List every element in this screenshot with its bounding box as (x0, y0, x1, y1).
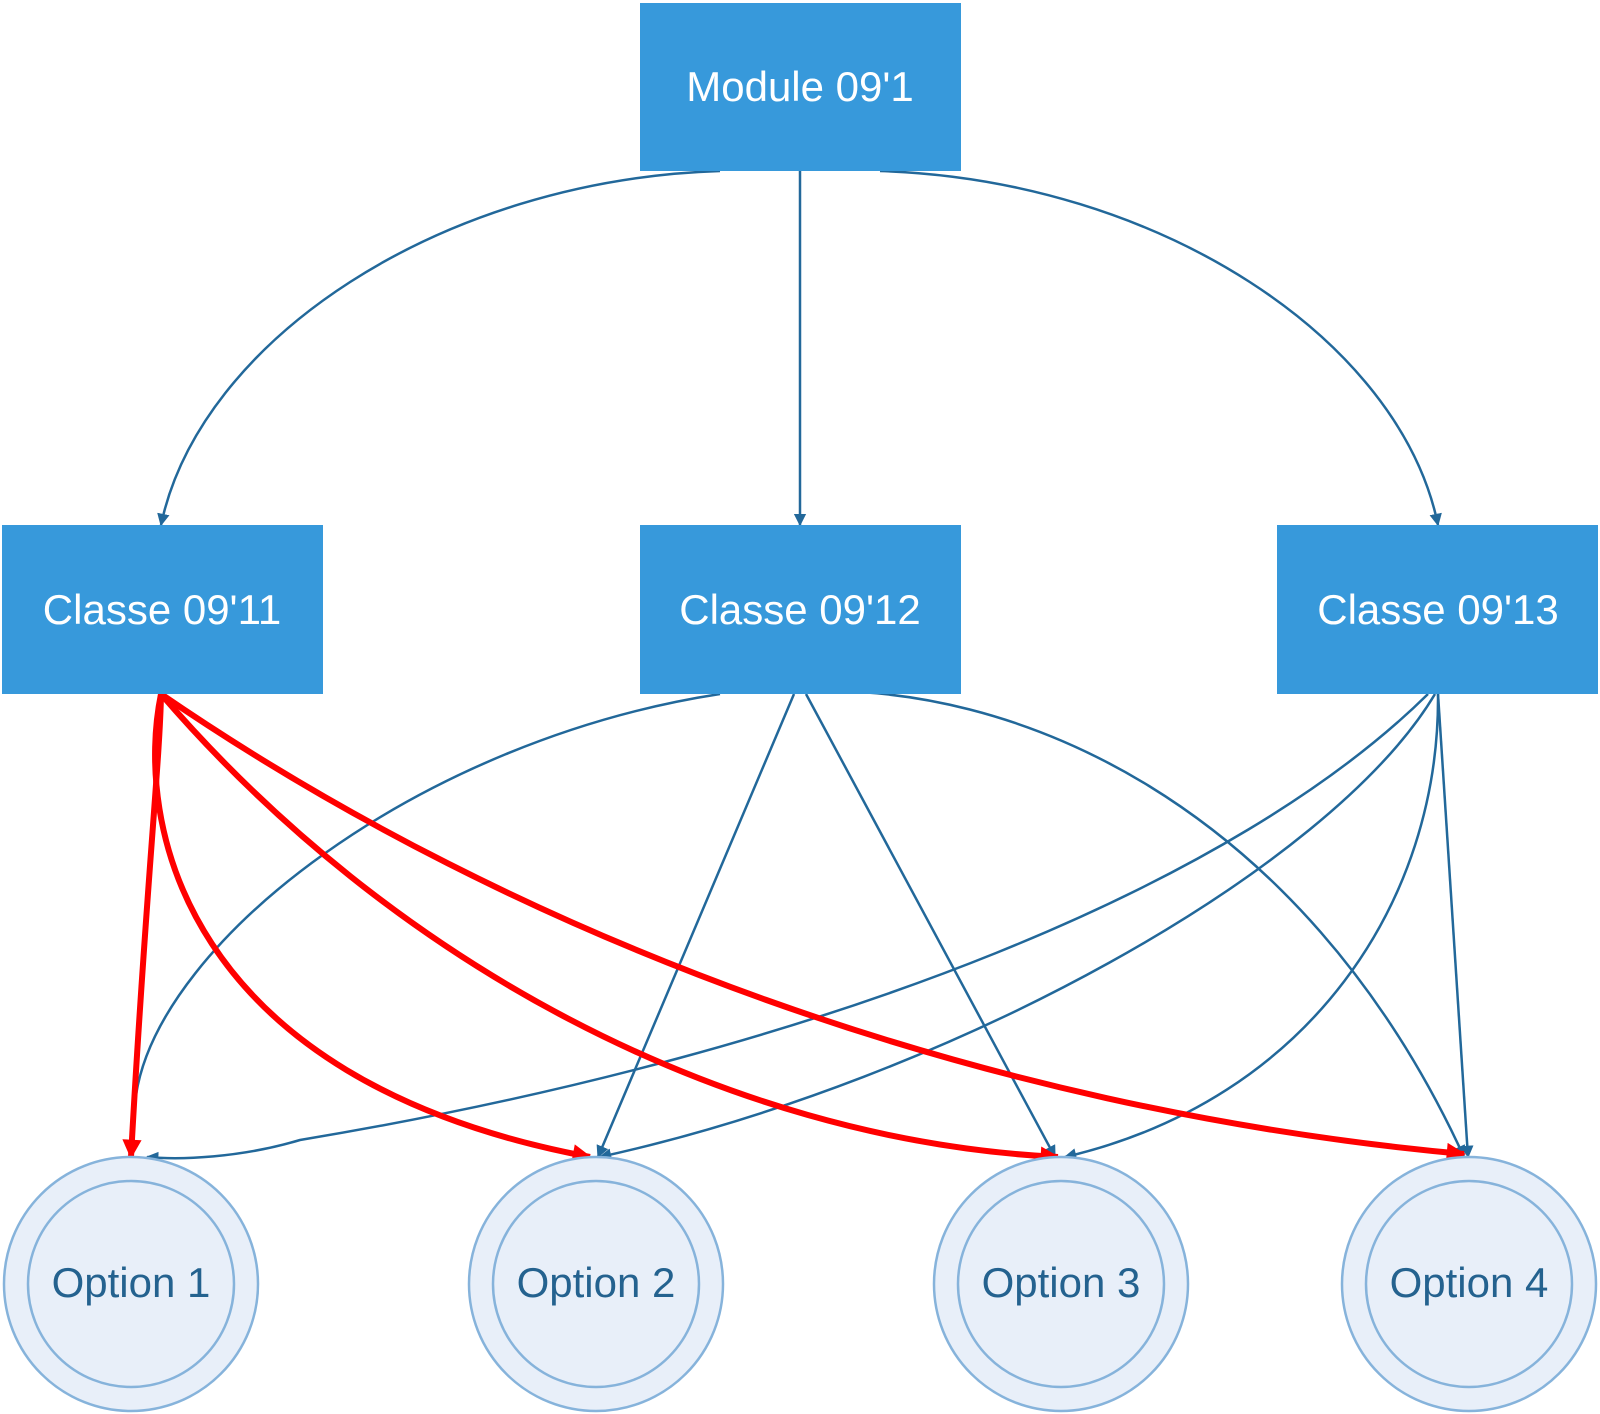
edge-classe-11-to-option-4 (159, 691, 1466, 1162)
edge-module-to-classe-11 (157, 169, 721, 527)
node-module-label: Module 09'1 (686, 63, 914, 110)
node-option-2: Option 2 (467, 1155, 725, 1413)
edge-classe-11-to-option-1 (122, 693, 164, 1159)
node-classe-12-label: Classe 09'12 (679, 586, 921, 633)
edge-classe-12-to-option-4 (799, 690, 1466, 1159)
node-option-3-label: Option 3 (982, 1259, 1141, 1306)
edge-module-to-classe-13 (879, 169, 1442, 527)
edge-classe-13-to-option-3 (1063, 693, 1440, 1161)
node-option-4: Option 4 (1340, 1155, 1598, 1413)
node-module: Module 09'1 (640, 3, 961, 171)
node-option-2-label: Option 2 (517, 1259, 676, 1306)
node-classe-11: Classe 09'11 (2, 525, 323, 694)
edge-classe-12-to-option-1 (134, 692, 721, 1096)
node-option-4-label: Option 4 (1390, 1259, 1549, 1306)
edge-classe-13-to-option-1 (145, 693, 1429, 1165)
node-classe-12: Classe 09'12 (640, 525, 961, 694)
edge-classe-12-to-option-3 (804, 693, 1057, 1159)
node-option-1: Option 1 (2, 1155, 260, 1413)
node-option-1-label: Option 1 (52, 1259, 211, 1306)
edge-classe-11-to-option-2 (152, 693, 592, 1164)
edge-classe-13-to-option-2 (598, 693, 1437, 1161)
edge-classe-11-to-option-3 (158, 692, 1060, 1166)
node-classe-11-label: Classe 09'11 (43, 586, 281, 633)
edge-classe-13-to-option-4 (1436, 693, 1474, 1159)
edge-classe-12-to-option-2 (596, 693, 796, 1159)
node-classe-13: Classe 09'13 (1277, 525, 1598, 694)
node-classe-13-label: Classe 09'13 (1317, 586, 1559, 633)
node-option-3: Option 3 (932, 1155, 1190, 1413)
